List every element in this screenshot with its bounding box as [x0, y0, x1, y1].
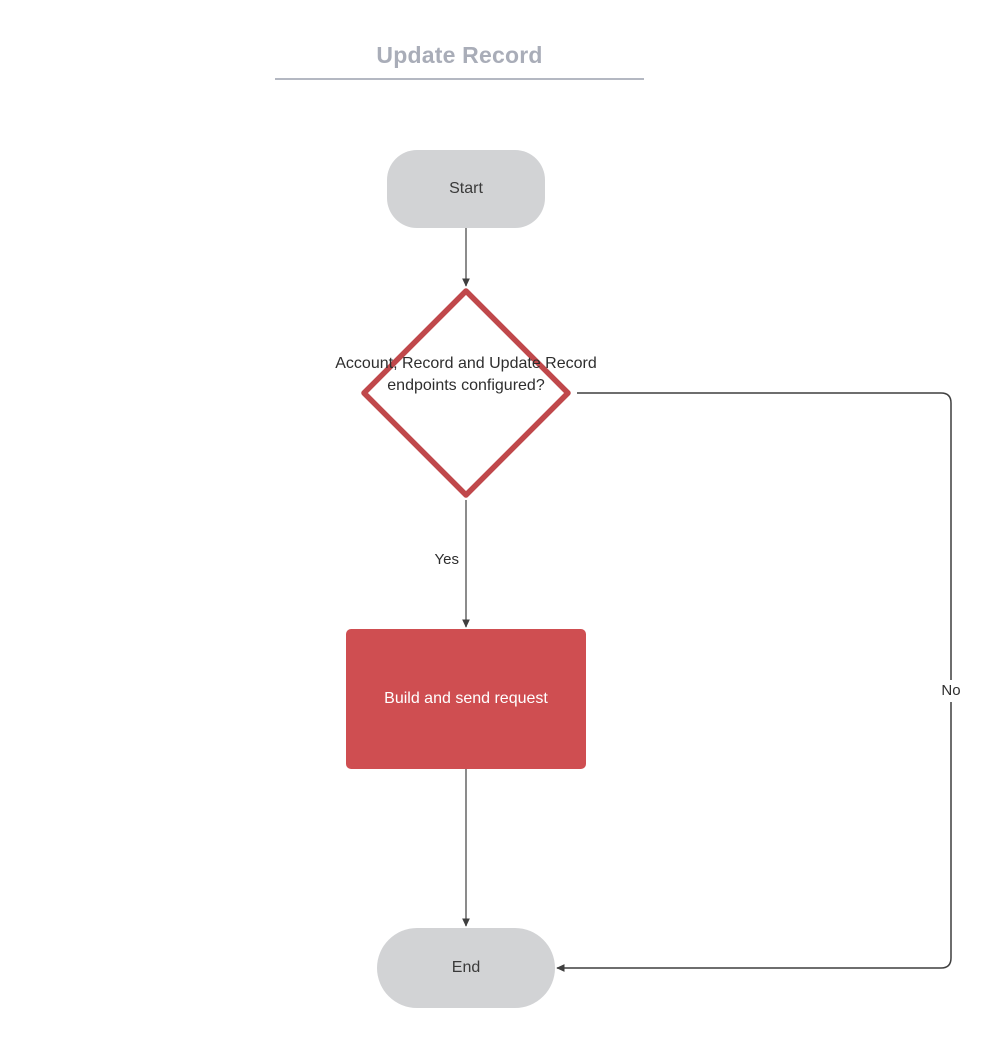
decision-diamond-shape	[361, 288, 571, 498]
edge-label-no: No	[938, 680, 964, 702]
node-build-and-send-request[interactable]: Build and send request	[346, 629, 586, 769]
title-divider	[275, 78, 644, 80]
node-process-label: Build and send request	[384, 690, 548, 707]
edge-label-yes: Yes	[434, 551, 459, 568]
page-title: Update Record	[376, 42, 543, 68]
edge-decision-no-to-end	[556, 392, 952, 972]
node-end-label: End	[451, 959, 481, 976]
node-start[interactable]: Start	[387, 150, 545, 228]
diagram-title-block: Update Record	[275, 40, 644, 82]
node-start-label: Start	[449, 180, 483, 197]
node-decision-label: Account, Record and Update Record endpoi…	[335, 355, 597, 394]
node-end[interactable]: End	[377, 928, 555, 1008]
node-decision[interactable]: Account, Record and Update Record endpoi…	[335, 283, 597, 503]
